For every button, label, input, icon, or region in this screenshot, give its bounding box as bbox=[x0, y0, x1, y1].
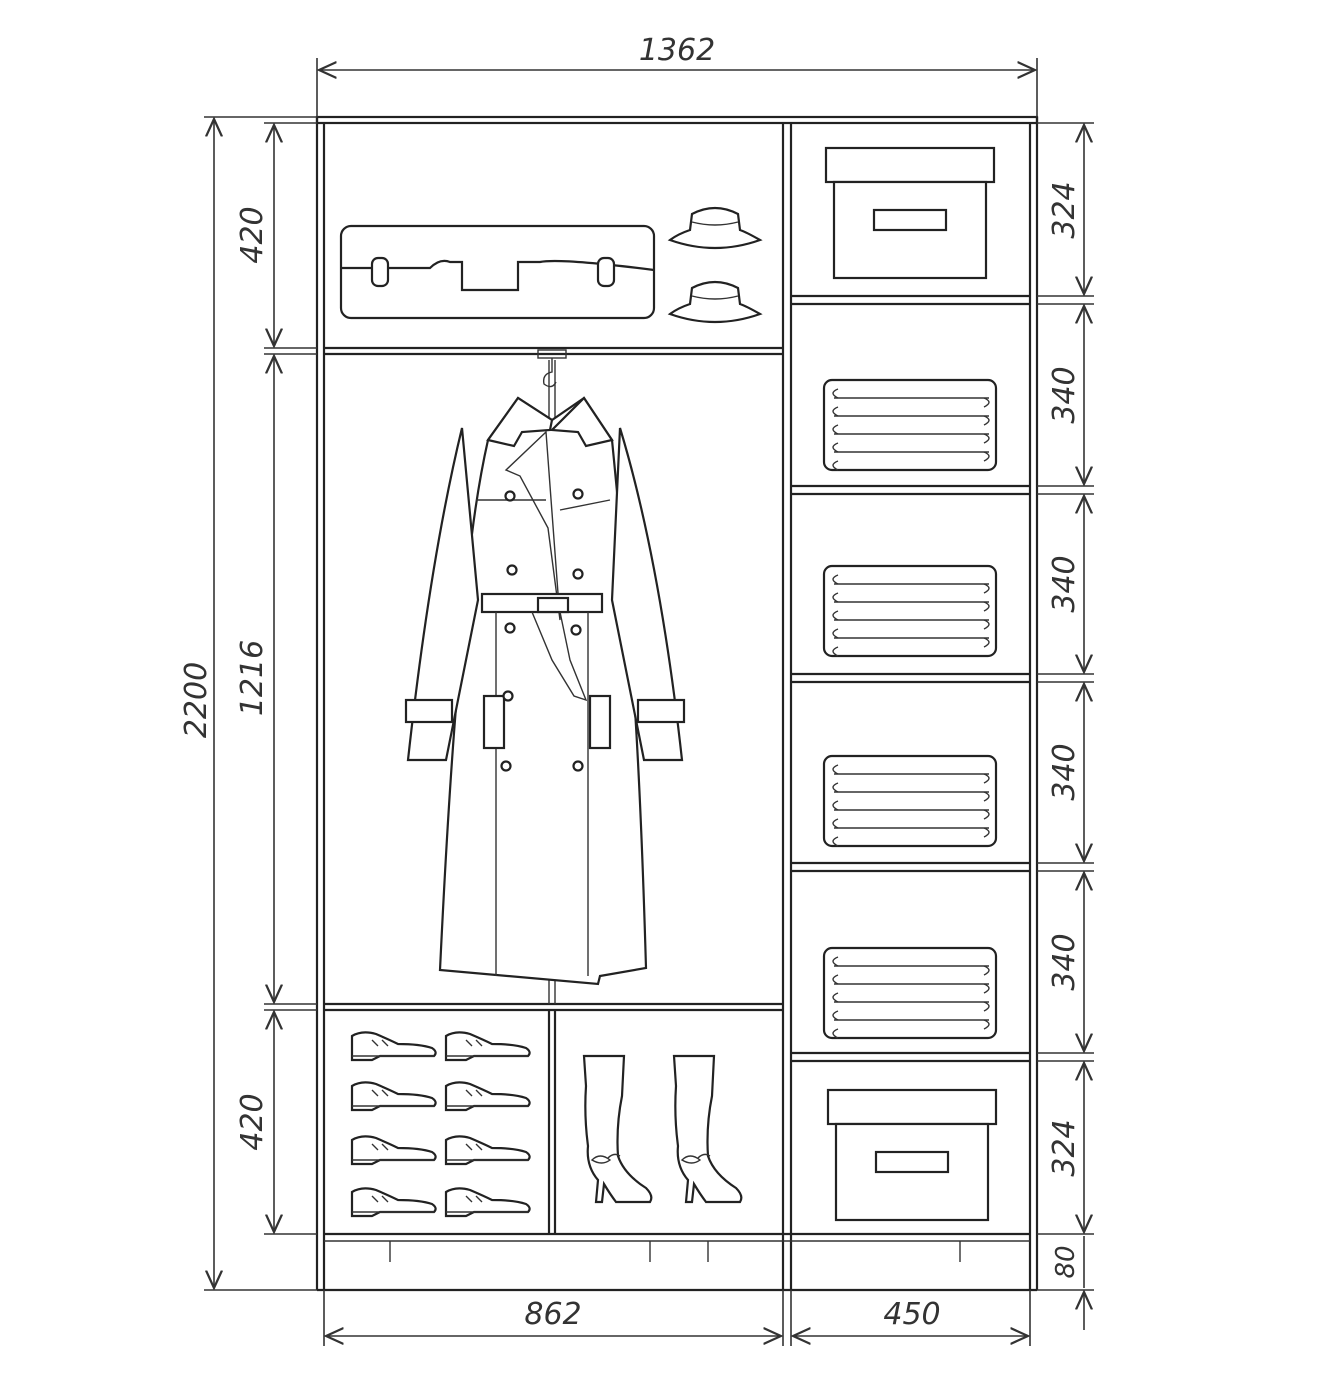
wardrobe-carcass bbox=[315, 115, 1039, 1292]
shoe-2 bbox=[444, 1031, 531, 1062]
dim-right-3-text: 340 bbox=[1047, 555, 1082, 612]
dim-right-1-text: 324 bbox=[1047, 181, 1082, 238]
trench-coat bbox=[404, 349, 686, 986]
hat-top bbox=[668, 206, 762, 250]
dim-right-5-text: 340 bbox=[1047, 933, 1082, 990]
storage-box-top bbox=[824, 146, 996, 280]
dim-total-width: 1362 bbox=[316, 33, 1038, 117]
shoe-5 bbox=[350, 1135, 437, 1166]
boot-right bbox=[672, 1054, 743, 1204]
folded-stack-2 bbox=[822, 564, 998, 658]
dim-total-width-text: 1362 bbox=[639, 33, 715, 68]
folded-stack-1 bbox=[822, 378, 998, 472]
dim-left-middle-text: 1216 bbox=[235, 640, 270, 716]
dim-total-height: 2200 bbox=[179, 116, 317, 1291]
dim-left-width-text: 862 bbox=[524, 1297, 581, 1332]
shoe-1 bbox=[350, 1031, 437, 1062]
shoe-3 bbox=[350, 1081, 437, 1112]
folded-stack-3 bbox=[822, 754, 998, 848]
dim-right-2-text: 340 bbox=[1047, 366, 1082, 423]
boot-left bbox=[582, 1054, 653, 1204]
dim-right-4-text: 340 bbox=[1047, 743, 1082, 800]
storage-box-bottom bbox=[826, 1088, 998, 1222]
shoe-8 bbox=[444, 1187, 531, 1218]
shoe-rack-left bbox=[350, 1031, 531, 1218]
dim-right-width-text: 450 bbox=[883, 1297, 940, 1332]
dim-right-sections: 324 340 340 340 340 324 80 bbox=[1037, 122, 1094, 1330]
dim-bottom-widths: 862 450 bbox=[323, 1290, 1031, 1346]
hat-bottom bbox=[668, 280, 762, 324]
folded-stack-4 bbox=[822, 946, 998, 1040]
shoe-7 bbox=[350, 1187, 437, 1218]
shoe-6 bbox=[444, 1135, 531, 1166]
dim-left-bottom-text: 420 bbox=[235, 1093, 270, 1150]
shoe-4 bbox=[444, 1081, 531, 1112]
dim-total-height-text: 2200 bbox=[179, 662, 214, 738]
dim-left-top-text: 420 bbox=[235, 206, 270, 263]
dim-left-sections: 420 1216 420 bbox=[235, 122, 317, 1235]
right-shelves bbox=[791, 294, 1030, 1063]
dim-right-6-text: 324 bbox=[1047, 1119, 1082, 1176]
suitcase bbox=[339, 224, 656, 320]
dim-plinth-text: 80 bbox=[1051, 1245, 1081, 1278]
